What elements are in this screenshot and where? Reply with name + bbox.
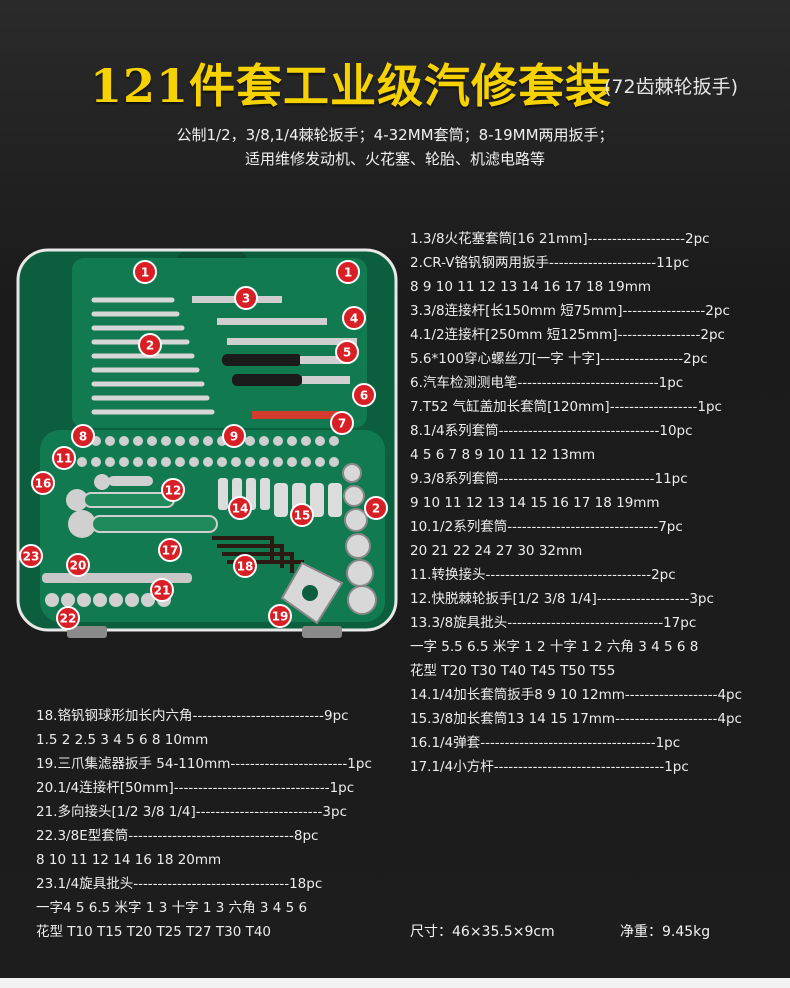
badge-label: 2 <box>372 502 380 516</box>
badge-circle <box>133 260 157 284</box>
right-list-item-row: 4.1/2连接杆[250mm 短125mm]-----------------2… <box>410 327 725 343</box>
badge-label: 9 <box>230 430 238 444</box>
badge-circle <box>352 383 376 407</box>
right-list-item-row: 一字 5.5 6.5 米字 1 2 十字 1 2 六角 3 4 5 6 8 <box>410 639 699 655</box>
badge-circle <box>268 604 292 628</box>
subtitle-line-1: 公制1/2，3/8,1/4棘轮扳手；4-32MM套筒；8-19MM两用扳手； <box>176 126 614 144</box>
badge-circle <box>66 553 90 577</box>
filter-wrench <box>280 561 344 625</box>
badge-circle <box>290 503 314 527</box>
right-list-item-row: 8.1/4系列套筒-------------------------------… <box>410 423 693 439</box>
badge-label: 12 <box>165 484 182 498</box>
subtitle-line-2: 适用维修发动机、火花塞、轮胎、机滤电路等 <box>244 150 545 168</box>
large-sockets <box>342 463 377 615</box>
badge-label: 19 <box>272 610 289 624</box>
left-list-item-row: 花型 T10 T15 T20 T25 T27 T30 T40 <box>36 924 272 940</box>
badge-label: 14 <box>232 502 249 516</box>
right-list-item-row: 7.T52 气缸盖加长套筒[120mm]------------------1p… <box>410 399 722 415</box>
left-list-item-row: 一字4 5 6.5 米字 1 3 十字 1 3 六角 3 4 5 6 <box>36 900 308 916</box>
right-list-item-row: 9.3/8系列套筒-------------------------------… <box>410 471 688 487</box>
left-list-item-row: 21.多向接头[1/2 3/8 1/4]--------------------… <box>36 804 348 820</box>
right-list-item-row: 16.1/4弹套--------------------------------… <box>410 735 681 751</box>
left-list-item-row: 18.铬钒钢球形加长内六角---------------------------… <box>36 708 349 724</box>
right-list-item-row: 9 10 11 12 13 14 15 16 17 18 19mm <box>410 495 660 511</box>
badge-label: 20 <box>70 559 87 573</box>
badge-circle <box>71 424 95 448</box>
left-list-item-row: 19.三爪集滤器扳手 54-110mm---------------------… <box>36 756 372 772</box>
badge-circle <box>52 446 76 470</box>
latch-right <box>302 626 342 638</box>
right-list-item-row: 4 5 6 7 8 9 10 11 12 13mm <box>410 447 596 463</box>
badge-label: 6 <box>360 389 368 403</box>
badge-circle <box>19 544 43 568</box>
right-list-item-row: 10.1/2系列套筒------------------------------… <box>410 519 683 535</box>
left-list-item-row: 22.3/8E型套筒------------------------------… <box>36 828 319 844</box>
left-list-item-row: 8 10 11 12 14 16 18 20mm <box>36 852 222 868</box>
badge-circle <box>222 424 246 448</box>
badge-label: 17 <box>162 544 179 558</box>
right-list-item-row: 14.1/4加长套筒扳手8 9 10 12mm-----------------… <box>410 687 743 703</box>
badge-circle <box>330 411 354 435</box>
badge-circle <box>150 578 174 602</box>
badge-circle <box>56 606 80 630</box>
badge-label: 1 <box>344 266 352 280</box>
badge-label: 16 <box>35 477 52 491</box>
badge-circle <box>335 340 359 364</box>
badge-label: 18 <box>237 560 254 574</box>
right-list-item-row: 花型 T20 T30 T40 T45 T50 T55 <box>410 663 616 679</box>
left-list-item-row: 1.5 2 2.5 3 4 5 6 8 10mm <box>36 732 209 748</box>
badge-circle <box>364 496 388 520</box>
ratchets <box>66 474 218 538</box>
bottom-strip <box>0 978 790 988</box>
right-list-item-row: 17.1/4小方杆-------------------------------… <box>410 759 689 775</box>
badge-circle <box>228 496 252 520</box>
badge-circle <box>138 333 162 357</box>
badge-label: 8 <box>79 430 87 444</box>
right-list-item-row: 3.3/8连接杆[长150mm 短75mm]-----------------2… <box>410 303 730 319</box>
badge-circle <box>342 306 366 330</box>
title-row: 121件套工业级汽修套装 (72齿棘轮扳手) <box>90 50 790 120</box>
badge-label: 2 <box>146 339 154 353</box>
badge-label: 7 <box>338 417 346 431</box>
right-list-item-row: 13.3/8旋具批头------------------------------… <box>410 615 697 631</box>
badge-circle <box>233 554 257 578</box>
badge-label: 4 <box>350 312 358 326</box>
badge-label: 21 <box>154 584 171 598</box>
badge-circle <box>31 471 55 495</box>
extension-bars <box>192 296 357 419</box>
weight-spec: 净重：9.45kg <box>620 924 711 940</box>
badge-circle <box>336 260 360 284</box>
badge-circle <box>158 538 182 562</box>
right-list-item-row: 11.转换接头---------------------------------… <box>410 567 676 583</box>
left-list-item-row: 23.1/4旋具批头------------------------------… <box>36 876 323 892</box>
badge-label: 5 <box>343 346 351 360</box>
left-list-item-row: 20.1/4连接杆[50mm]-------------------------… <box>36 780 355 796</box>
size-spec: 尺寸：46×35.5×9cm <box>410 924 555 940</box>
right-list-item-row: 5.6*100穿心螺丝刀[一字 十字]-----------------2pc <box>410 351 708 367</box>
right-list-item-row: 6.汽车检测测电笔-----------------------------1p… <box>410 375 684 391</box>
right-list-item-row: 12.快脱棘轮扳手[1/2 3/8 1/4]------------------… <box>410 591 714 607</box>
product-title-note: (72齿棘轮扳手) <box>604 76 739 98</box>
badge-circle <box>161 478 185 502</box>
badge-label: 15 <box>294 509 311 523</box>
badge-label: 11 <box>56 452 73 466</box>
right-list-item-row: 20 21 22 24 27 30 32mm <box>410 543 583 559</box>
badge-label: 22 <box>60 612 77 626</box>
badge-label: 1 <box>141 266 149 280</box>
badge-label: 23 <box>23 550 40 564</box>
right-list-item-row: 8 9 10 11 12 13 14 16 17 18 19mm <box>410 279 651 295</box>
product-title: 121件套工业级汽修套装 <box>90 59 613 113</box>
right-list-item-row: 2.CR-V铬钒钢两用扳手----------------------11pc <box>410 255 690 271</box>
badge-label: 3 <box>242 292 250 306</box>
right-list-item-row: 15.3/8加长套筒13 14 15 17mm-----------------… <box>410 711 742 727</box>
right-list-item-row: 1.3/8火花塞套筒[16 21mm]--------------------2… <box>410 231 710 247</box>
badge-circle <box>234 286 258 310</box>
latch-left <box>67 626 107 638</box>
